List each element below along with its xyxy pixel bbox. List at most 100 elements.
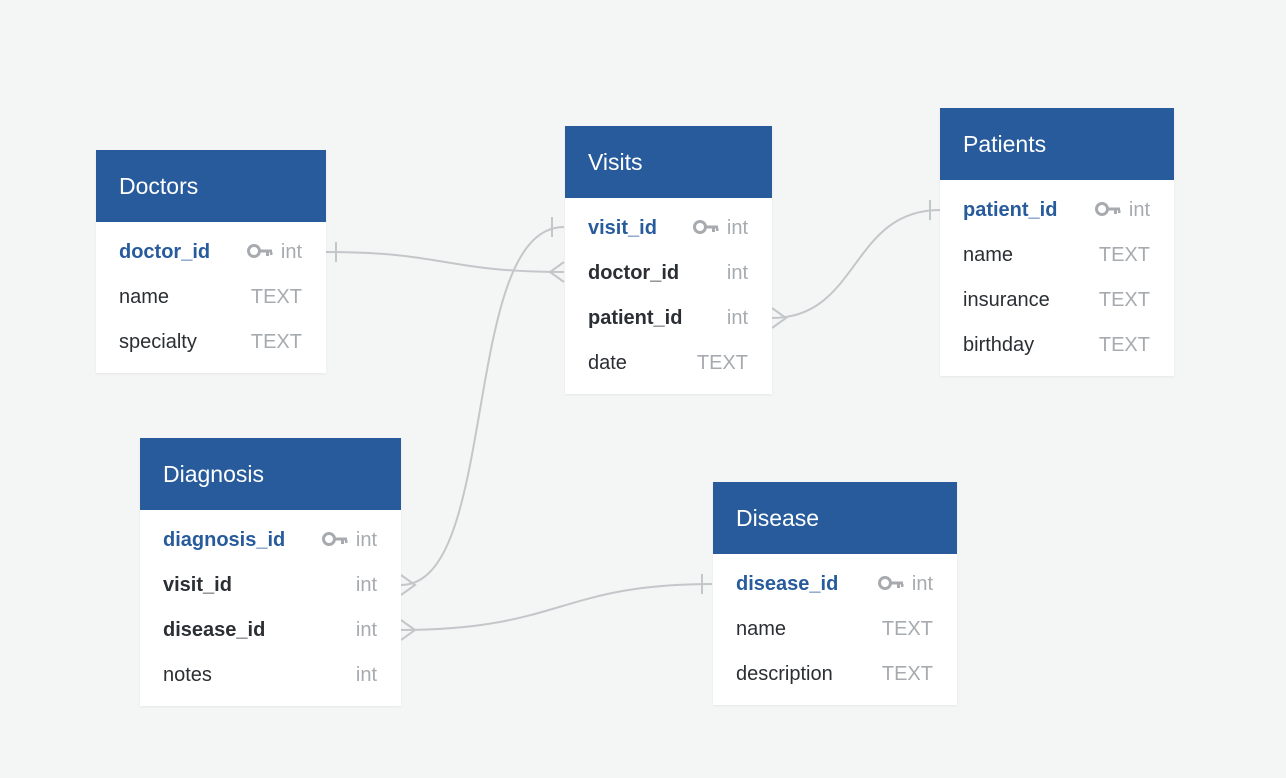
table-header-disease[interactable]: Disease xyxy=(713,482,957,554)
table-title: Disease xyxy=(736,504,820,531)
key-icon xyxy=(246,241,273,264)
column-type: TEXT xyxy=(250,286,302,308)
column-name: disease_id xyxy=(736,573,839,595)
rel-disease-diagnosis xyxy=(400,583,713,631)
column-row[interactable]: patient_id int xyxy=(940,188,1174,233)
column-type-wrap: TEXT xyxy=(882,618,933,641)
column-type: int xyxy=(726,307,748,329)
column-row[interactable]: specialty TEXT xyxy=(96,320,326,365)
column-type: int xyxy=(355,619,377,641)
table-header-diagnosis[interactable]: Diagnosis xyxy=(140,438,401,510)
table-header-patients[interactable]: Patients xyxy=(940,108,1174,180)
column-name: doctor_id xyxy=(588,262,680,284)
column-name: specialty xyxy=(119,331,197,353)
column-row[interactable]: name TEXT xyxy=(713,607,957,652)
column-row[interactable]: disease_id int xyxy=(713,562,957,607)
rel-doctors-visits-many-mark xyxy=(548,261,565,283)
column-row[interactable]: name TEXT xyxy=(96,275,326,320)
column-type: TEXT xyxy=(1098,244,1150,266)
key-icon xyxy=(692,217,719,240)
column-name: name xyxy=(119,286,170,308)
column-type-wrap: int xyxy=(877,573,933,596)
column-name: name xyxy=(736,618,787,640)
table-title: Doctors xyxy=(119,172,199,199)
column-type-wrap: int xyxy=(356,574,377,597)
column-row[interactable]: visit_id int xyxy=(565,206,772,251)
column-type-wrap: TEXT xyxy=(251,331,302,354)
column-name: visit_id xyxy=(588,217,657,239)
column-type-wrap: int xyxy=(727,307,748,330)
table-header-visits[interactable]: Visits xyxy=(565,126,772,198)
column-type-wrap: int xyxy=(727,262,748,285)
rel-disease-diagnosis-many-mark xyxy=(400,619,417,641)
column-type-wrap: int xyxy=(356,619,377,642)
column-type: int xyxy=(726,217,748,239)
column-type-wrap: TEXT xyxy=(1099,289,1150,312)
column-type: TEXT xyxy=(1098,334,1150,356)
column-type-wrap: int xyxy=(1094,199,1150,222)
column-name: patient_id xyxy=(963,199,1058,221)
column-row[interactable]: diagnosis_id int xyxy=(140,518,401,563)
column-row[interactable]: date TEXT xyxy=(565,341,772,386)
column-name: diagnosis_id xyxy=(163,529,286,551)
column-type: TEXT xyxy=(881,618,933,640)
column-name: patient_id xyxy=(588,307,683,329)
column-name: visit_id xyxy=(163,574,232,596)
column-type-wrap: TEXT xyxy=(697,352,748,375)
column-name: description xyxy=(736,663,833,685)
table-title: Visits xyxy=(588,148,643,175)
key-icon xyxy=(1094,199,1121,222)
column-name: name xyxy=(963,244,1014,266)
column-type-wrap: TEXT xyxy=(1099,334,1150,357)
column-type-wrap: int xyxy=(321,529,377,552)
column-type-wrap: int xyxy=(692,217,748,240)
column-row[interactable]: insurance TEXT xyxy=(940,278,1174,323)
column-type: int xyxy=(355,529,377,551)
column-row[interactable]: description TEXT xyxy=(713,652,957,697)
column-type: TEXT xyxy=(881,663,933,685)
column-type-wrap: TEXT xyxy=(251,286,302,309)
column-row[interactable]: doctor_id int xyxy=(96,230,326,275)
rel-patients-visits-many-mark xyxy=(771,307,788,329)
column-name: insurance xyxy=(963,289,1050,311)
column-type: int xyxy=(726,262,748,284)
rel-doctors-visits xyxy=(325,251,565,273)
column-type: int xyxy=(355,574,377,596)
rel-patients-visits xyxy=(771,209,941,319)
column-row[interactable]: notes int xyxy=(140,653,401,698)
column-name: doctor_id xyxy=(119,241,211,263)
column-type-wrap: int xyxy=(356,664,377,687)
rel-visits-diagnosis-many-mark xyxy=(400,574,417,596)
column-type: int xyxy=(1128,199,1150,221)
column-row[interactable]: doctor_id int xyxy=(565,251,772,296)
column-type-wrap: TEXT xyxy=(882,663,933,686)
column-name: birthday xyxy=(963,334,1035,356)
column-row[interactable]: birthday TEXT xyxy=(940,323,1174,368)
rel-visits-diagnosis xyxy=(400,226,565,586)
column-type: TEXT xyxy=(1098,289,1150,311)
column-type: int xyxy=(911,573,933,595)
column-row[interactable]: name TEXT xyxy=(940,233,1174,278)
column-type: int xyxy=(280,241,302,263)
column-name: notes xyxy=(163,664,212,686)
column-type: TEXT xyxy=(696,352,748,374)
column-name: date xyxy=(588,352,627,374)
table-header-doctors[interactable]: Doctors xyxy=(96,150,326,222)
column-row[interactable]: visit_id int xyxy=(140,563,401,608)
column-type-wrap: int xyxy=(246,241,302,264)
column-row[interactable]: patient_id int xyxy=(565,296,772,341)
key-icon xyxy=(321,529,348,552)
table-title: Patients xyxy=(963,130,1047,157)
